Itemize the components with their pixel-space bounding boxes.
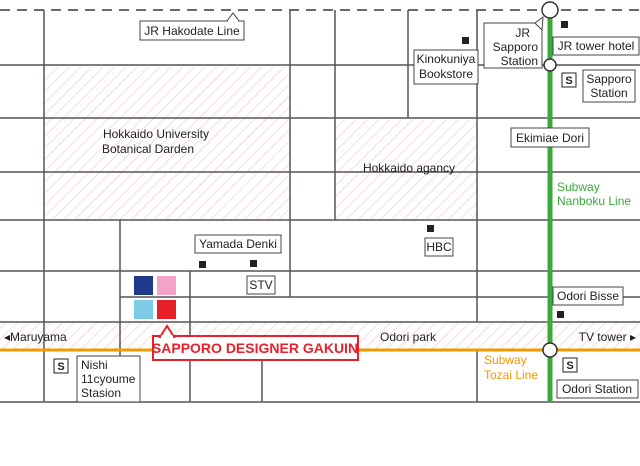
subway-icon-nishi-letter: S <box>57 361 64 373</box>
school-callout-box <box>152 335 359 361</box>
kinokuniya-marker <box>462 37 469 44</box>
odori-station-node <box>542 342 558 358</box>
stv-label: STV <box>249 278 272 292</box>
road-grid <box>0 10 640 403</box>
botanical-garden-area <box>44 67 290 220</box>
subway-icon-sapporo-letter: S <box>565 75 572 87</box>
hbc-label: HBC <box>426 240 452 254</box>
odori-park-label: Odori park <box>380 330 437 344</box>
botanical-garden-label-1: Hokkaido University <box>103 127 209 141</box>
school-name-label: SAPPORO DESIGNER GAKUIN <box>152 340 358 356</box>
botanical-garden-label-2: Botanical Darden <box>102 142 194 156</box>
jr-tower-hotel-label: JR tower hotel <box>558 39 635 53</box>
sapporo-subway-label-1: Sapporo <box>586 72 632 86</box>
logo-block-cyan <box>134 300 153 319</box>
subway-icon-odori <box>562 357 578 373</box>
jr-sapporo-station-node <box>541 1 559 19</box>
logo-block-navy <box>134 276 153 295</box>
ekimiae-dori-label: Ekimiae Dori <box>516 131 584 145</box>
nishi-station-label-3: Stasion <box>81 386 121 400</box>
hokkaido-agancy-label: Hokkaido agancy <box>363 161 455 175</box>
jr-sapporo-station-label-3: Station <box>501 54 538 68</box>
subway-icon-odori-letter: S <box>566 360 573 372</box>
hokkaido-agancy-area <box>335 120 477 220</box>
logo-block-pink <box>157 276 176 295</box>
subway-icon-sapporo <box>561 72 577 88</box>
tv-tower-label: TV tower ▸ <box>579 330 636 344</box>
jr-sapporo-station-label-1: JR <box>515 26 530 40</box>
tozai-line-label-2: Tozai Line <box>484 368 538 382</box>
jr-hakodate-line-label: JR Hakodate Line <box>144 24 240 38</box>
yamada-denki-marker <box>199 261 206 268</box>
odori-bisse-marker <box>557 311 564 318</box>
tozai-line-label-1: Subway <box>484 353 527 367</box>
maruyama-label: ◂Maruyama <box>4 330 67 344</box>
nishi-station-label-2: 11cyoume <box>81 372 136 386</box>
sapporo-subway-label-2: Station <box>590 86 627 100</box>
nanboku-line-label-2: Nanboku Line <box>557 194 631 208</box>
odori-station-label: Odori Station <box>562 382 632 396</box>
logo-block-red <box>157 300 176 319</box>
hbc-marker <box>427 225 434 232</box>
kinokuniya-label-2: Bookstore <box>419 67 473 81</box>
kinokuniya-label-1: Kinokuniya <box>417 52 476 66</box>
subway-icon-nishi <box>53 358 69 374</box>
stv-marker <box>250 260 257 267</box>
sapporo-subway-node <box>543 58 557 72</box>
odori-bisse-label: Odori Bisse <box>557 289 619 303</box>
yamada-denki-label: Yamada Denki <box>199 237 277 251</box>
nishi-station-label-1: Nishi <box>81 358 108 372</box>
jr-sapporo-station-label-2: Sapporo <box>493 40 539 54</box>
jr-tower-hotel-marker <box>561 21 568 28</box>
nanboku-line-label-1: Subway <box>557 180 600 194</box>
